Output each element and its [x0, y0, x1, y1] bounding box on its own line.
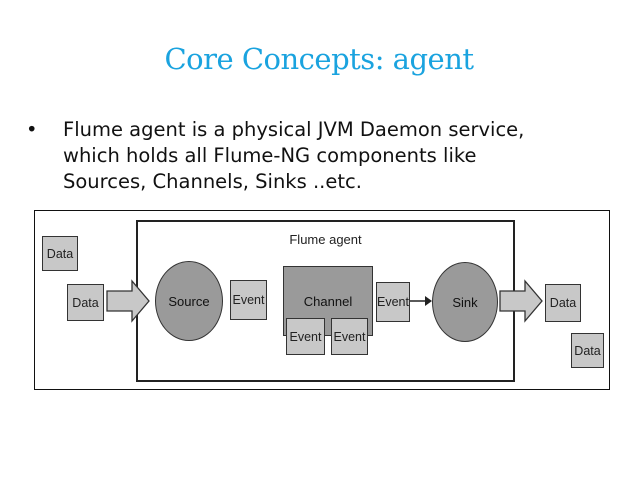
output-block-arrow [499, 279, 543, 323]
flume-agent-label: Flume agent [289, 232, 362, 247]
bullet-text: Flume agent is a physical JVM Daemon ser… [63, 117, 623, 195]
data-box-top-left: Data [42, 236, 78, 271]
data-box-input: Data [67, 284, 104, 321]
event-box-after-source: Event [230, 280, 267, 320]
input-block-arrow [106, 279, 150, 323]
bullet-symbol: • [26, 118, 38, 141]
sink-arrow-head [425, 296, 432, 306]
bullet-line-1: Flume agent is a physical JVM Daemon ser… [63, 118, 525, 141]
event-box-before-sink: Event [376, 282, 410, 322]
data-box-output: Data [545, 284, 581, 322]
channel-event-box-1: Event [286, 318, 325, 355]
channel-event-box-2: Event [331, 318, 368, 355]
channel-label: Channel [303, 294, 353, 309]
bullet-line-3: Sources, Channels, Sinks ..etc. [63, 170, 362, 193]
data-box-bottom-right: Data [571, 333, 604, 368]
slide-title: Core Concepts: agent [164, 42, 474, 76]
bullet-line-2: which holds all Flume-NG components like [63, 144, 477, 167]
sink-circle: Sink [432, 262, 498, 342]
source-circle: Source [155, 261, 223, 341]
